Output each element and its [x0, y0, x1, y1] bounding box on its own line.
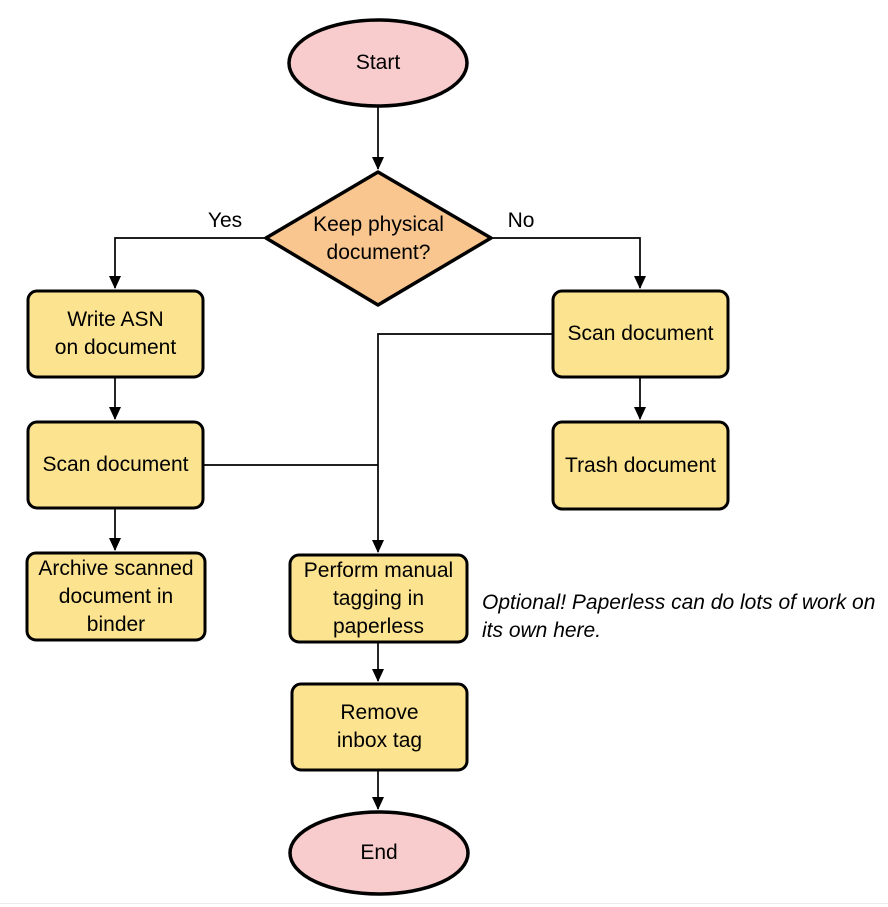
- write-asn-node-shape: [26, 289, 205, 379]
- tagging-node-shape: [288, 553, 469, 644]
- end-node-label: End: [360, 841, 398, 864]
- no-edge-label: No: [507, 209, 535, 232]
- start-node-shape: [287, 18, 469, 108]
- scan-left-node-label: Scan document: [42, 453, 189, 476]
- edge-decision-yes-to-write-asn: [109, 237, 266, 289]
- archive-node-label: Archive scanned document in binder: [38, 556, 194, 636]
- edge-decision-no-to-scan-right: [491, 237, 646, 289]
- trash-node-shape: [551, 420, 730, 511]
- write-asn-node-label: Write ASN on document: [54, 308, 177, 359]
- optional-note: Optional! Paperless can do lots of work …: [482, 591, 876, 642]
- decision-node-label: Keep physical document?: [313, 212, 444, 264]
- end-node-shape: [288, 810, 470, 896]
- remove-inbox-node-shape: [290, 682, 469, 772]
- edge-scan-right-to-tagging: [372, 333, 553, 553]
- archive-node-shape: [25, 551, 207, 642]
- scan-right-node-shape: [551, 289, 730, 379]
- decision-node-shape: [264, 170, 493, 307]
- bottom-rule: [0, 903, 888, 904]
- yes-edge-label: Yes: [207, 209, 243, 232]
- remove-inbox-node-label: Remove inbox tag: [336, 701, 423, 752]
- scan-left-node-shape: [26, 420, 205, 510]
- tagging-node-label: Perform manual tagging in paperless: [303, 558, 454, 638]
- trash-node-label: Trash document: [565, 453, 716, 477]
- scan-right-node-label: Scan document: [567, 322, 714, 345]
- start-node-label: Start: [355, 51, 401, 74]
